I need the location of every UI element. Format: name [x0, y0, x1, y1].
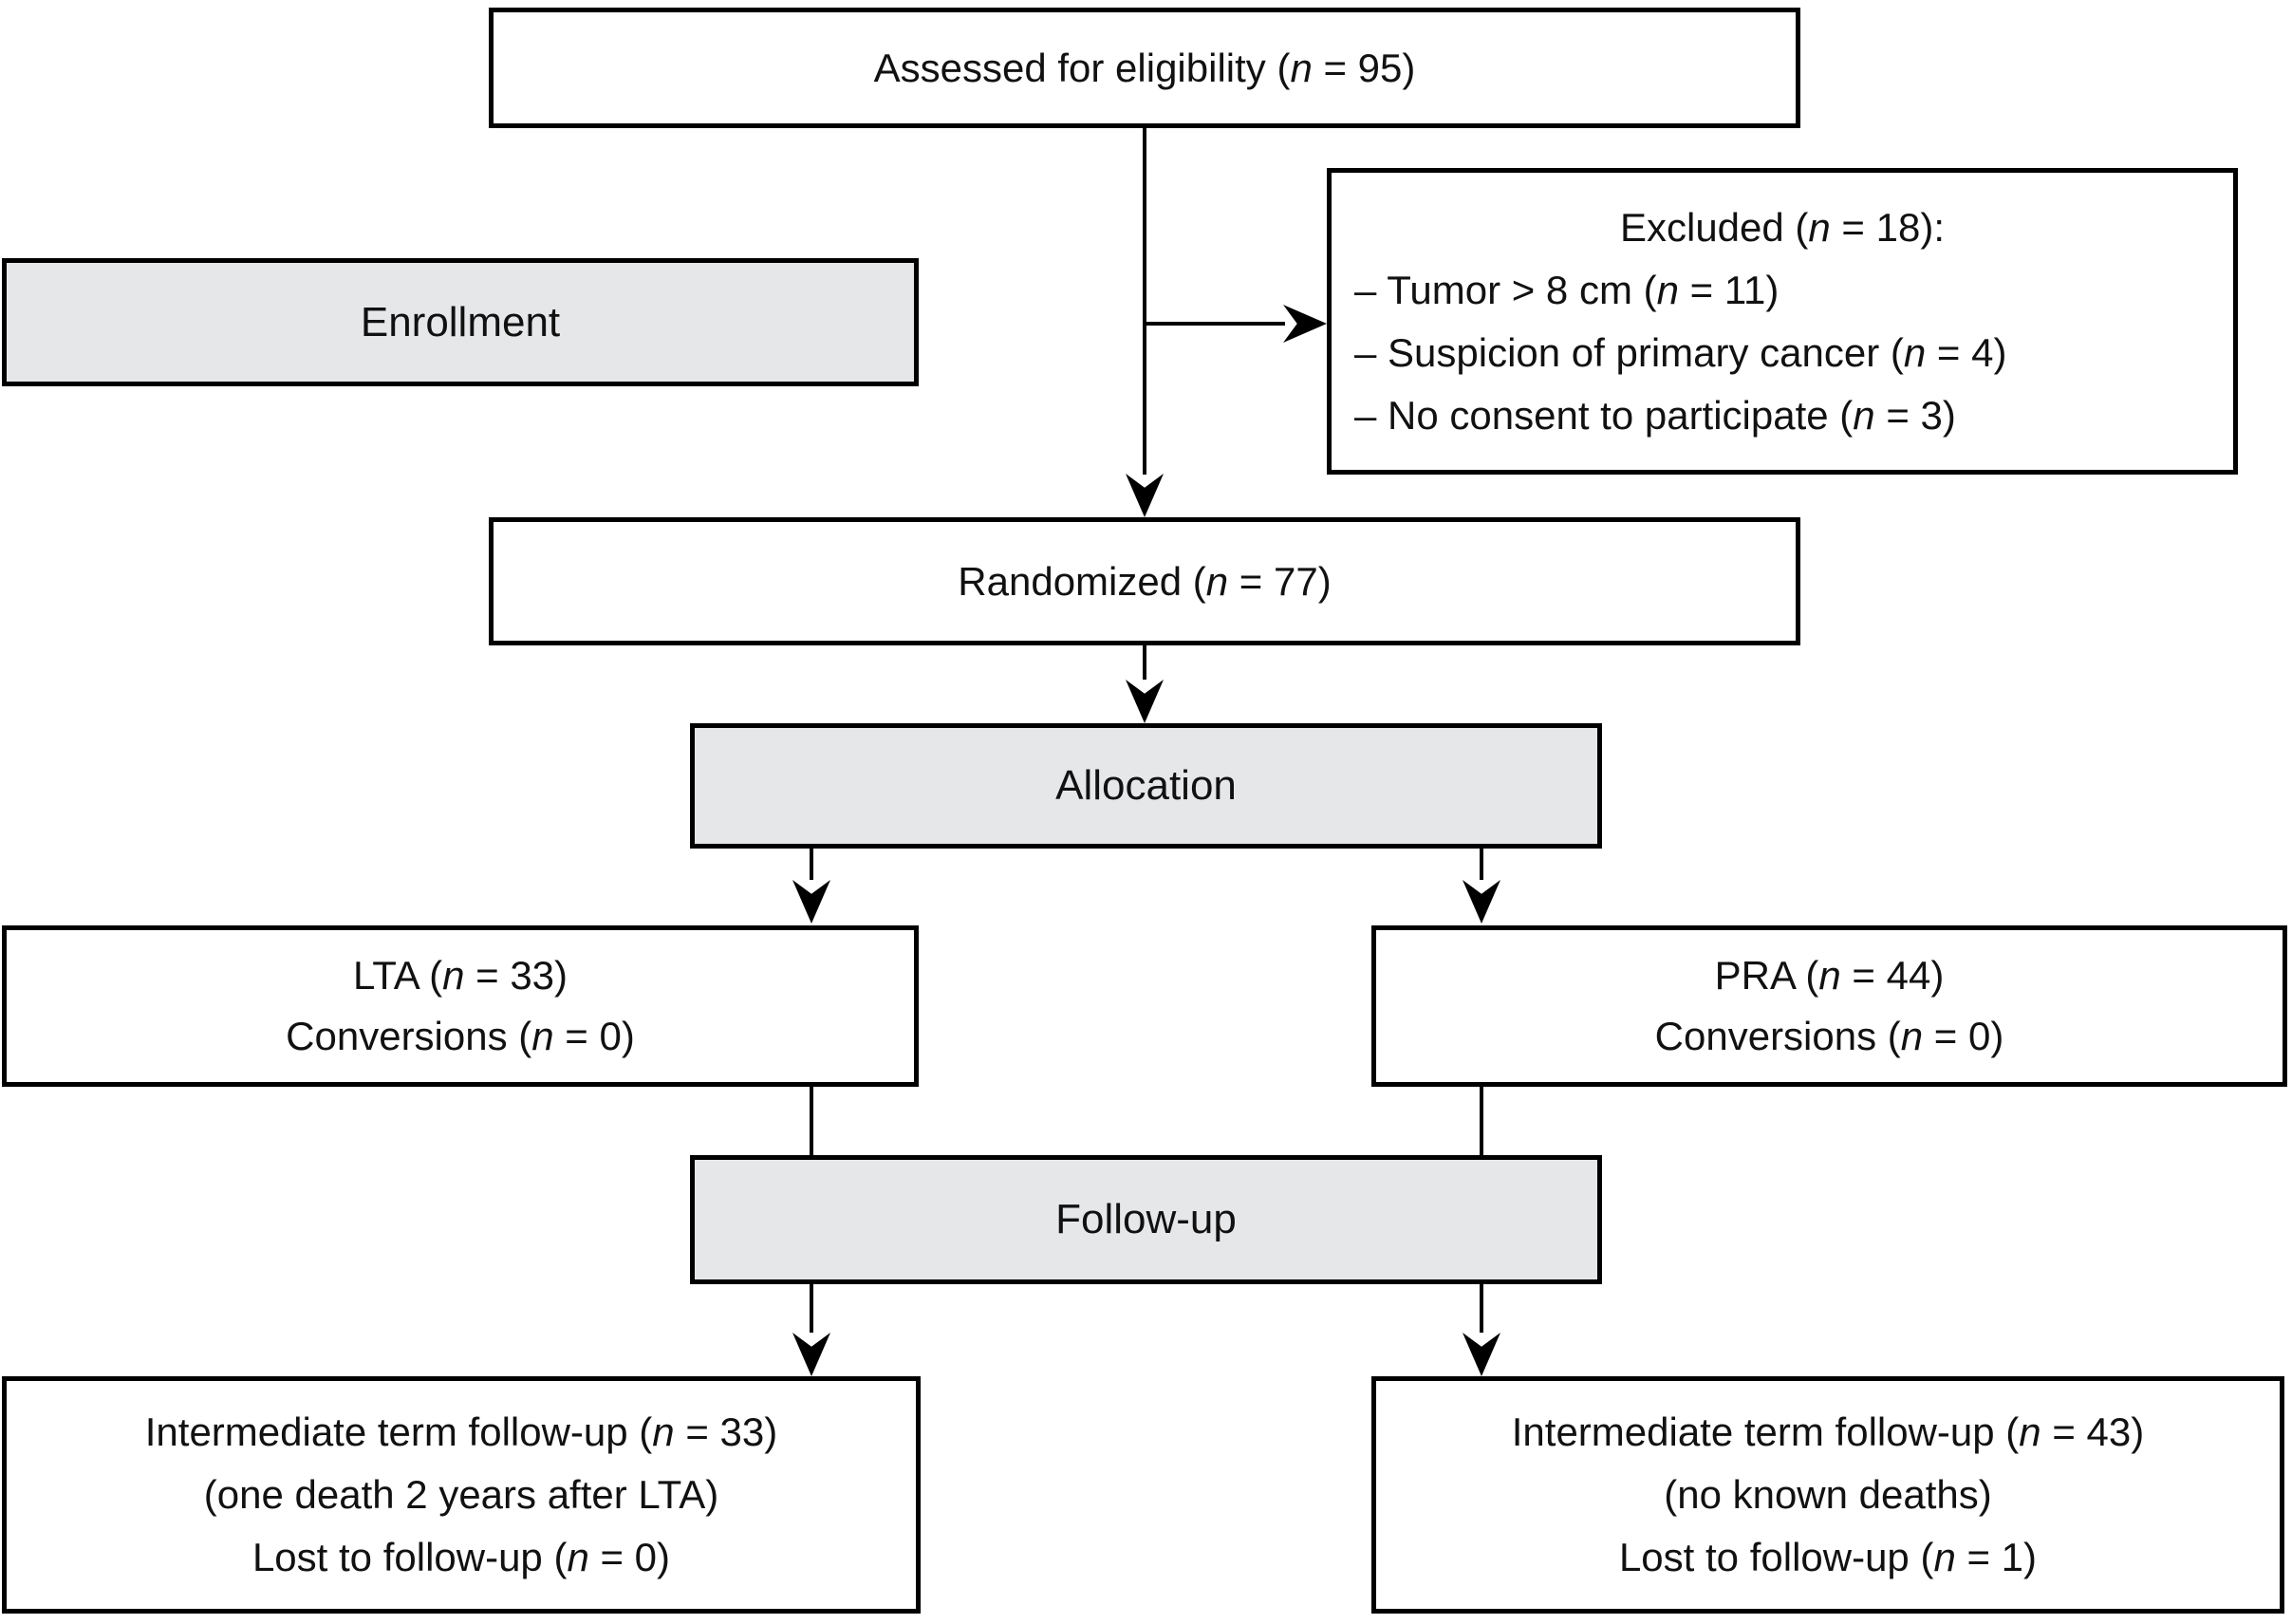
text-segment: (no known deaths) [1664, 1472, 1992, 1517]
connector-followup-to-pra-outcome [1480, 1284, 1483, 1333]
randomized-box: Randomized (n = 77) [489, 517, 1800, 645]
text-segment: = 95) [1312, 45, 1416, 90]
n-variable: n [1900, 1014, 1924, 1058]
text-segment: – Suspicion of primary cancer ( [1354, 329, 1904, 375]
arrow-down-icon [1126, 680, 1164, 723]
n-variable: n [567, 1535, 589, 1579]
text-segment: = 1) [1955, 1535, 2038, 1579]
pra-arm-text: PRA (n = 44) [1715, 945, 1945, 1006]
allocation-stage-label: Allocation [1055, 762, 1237, 809]
enrollment-stage-box: Enrollment [2, 258, 919, 386]
text-segment: Assessed for eligibility ( [873, 45, 1291, 90]
text-segment: = 0) [553, 1014, 635, 1058]
connector-lta-to-followup [810, 1087, 813, 1155]
arrow-right-icon [1283, 305, 1327, 343]
lta-followup-box: Intermediate term follow-up (n = 33) (on… [2, 1376, 921, 1614]
n-variable: n [1808, 204, 1831, 250]
excluded-reason-tumor: – Tumor > 8 cm (n = 11) [1354, 259, 2210, 322]
connector-pra-to-followup [1480, 1087, 1483, 1155]
text-segment: Intermediate term follow-up ( [1511, 1409, 2020, 1454]
assessed-eligibility-box: Assessed for eligibility (n = 95) [489, 8, 1800, 128]
n-variable: n [1853, 392, 1875, 438]
arrow-down-icon [792, 880, 830, 924]
text-segment: = 33) [674, 1409, 778, 1454]
lta-followup-text: Intermediate term follow-up (n = 33) [145, 1401, 777, 1464]
lta-arm-text: LTA (n = 33) [353, 945, 568, 1006]
randomized-text: Randomized (n = 77) [958, 551, 1331, 612]
text-segment: = 0) [1923, 1014, 2004, 1058]
n-variable: n [2019, 1409, 2041, 1454]
text-segment: = 3) [1874, 392, 1956, 438]
connector-assessed-to-randomized [1143, 128, 1146, 475]
text-segment: PRA ( [1714, 953, 1819, 998]
n-variable: n [1290, 45, 1313, 90]
arrow-down-icon [1126, 474, 1164, 517]
excluded-box: Excluded (n = 18): – Tumor > 8 cm (n = 1… [1327, 168, 2238, 475]
pra-lost-text: Lost to follow-up (n = 1) [1619, 1526, 2037, 1589]
connector-randomized-to-allocation [1143, 645, 1146, 680]
text-segment: = 4) [1926, 329, 2007, 375]
text-segment: = 18): [1830, 204, 1946, 250]
n-variable: n [1656, 267, 1679, 312]
text-segment: Lost to follow-up ( [1618, 1535, 1934, 1579]
lta-death-note: (one death 2 years after LTA) [204, 1464, 718, 1526]
lta-arm-box: LTA (n = 33) Conversions (n = 0) [2, 925, 919, 1087]
n-variable: n [1818, 953, 1841, 998]
text-segment: Intermediate term follow-up ( [144, 1409, 653, 1454]
assessed-eligibility-text: Assessed for eligibility (n = 95) [874, 38, 1416, 99]
n-variable: n [652, 1409, 675, 1454]
text-segment: = 43) [2040, 1409, 2145, 1454]
text-segment: = 33) [464, 953, 568, 998]
n-variable: n [1205, 558, 1229, 604]
text-segment: = 11) [1678, 267, 1780, 312]
arrow-down-icon [1463, 880, 1500, 924]
pra-followup-text: Intermediate term follow-up (n = 43) [1512, 1401, 2144, 1464]
arrow-down-icon [792, 1333, 830, 1376]
n-variable: n [1933, 1535, 1956, 1579]
text-segment: Lost to follow-up ( [252, 1535, 568, 1579]
arrow-down-icon [1463, 1333, 1500, 1376]
text-segment: Randomized ( [958, 558, 1206, 604]
enrollment-stage-label: Enrollment [360, 298, 561, 345]
text-segment: Excluded ( [1619, 204, 1809, 250]
pra-arm-box: PRA (n = 44) Conversions (n = 0) [1371, 925, 2287, 1087]
pra-death-note: (no known deaths) [1664, 1464, 1992, 1526]
text-segment: Conversions ( [1654, 1014, 1901, 1058]
text-segment: – Tumor > 8 cm ( [1354, 267, 1657, 312]
text-segment: – No consent to participate ( [1354, 392, 1854, 438]
text-segment: LTA ( [352, 953, 443, 998]
text-segment: Conversions ( [286, 1014, 532, 1058]
n-variable: n [531, 1014, 554, 1058]
followup-stage-label: Follow-up [1055, 1196, 1237, 1242]
followup-stage-box: Follow-up [690, 1155, 1602, 1284]
excluded-reason-no-consent: – No consent to participate (n = 3) [1354, 384, 2210, 447]
n-variable: n [442, 953, 465, 998]
text-segment: = 77) [1228, 558, 1332, 604]
text-segment: (one death 2 years after LTA) [203, 1472, 719, 1517]
excluded-reason-suspicion: – Suspicion of primary cancer (n = 4) [1354, 322, 2210, 384]
text-segment: = 44) [1840, 953, 1945, 998]
connector-followup-to-lta-outcome [810, 1284, 813, 1333]
n-variable: n [1903, 329, 1927, 375]
connector-allocation-to-pra [1480, 849, 1483, 880]
excluded-title: Excluded (n = 18): [1354, 196, 2210, 259]
text-segment: = 0) [588, 1535, 671, 1579]
pra-followup-box: Intermediate term follow-up (n = 43) (no… [1371, 1376, 2284, 1614]
pra-conversions-text: Conversions (n = 0) [1655, 1006, 2004, 1067]
connector-allocation-to-lta [810, 849, 813, 880]
connector-branch-to-excluded [1145, 322, 1285, 326]
lta-lost-text: Lost to follow-up (n = 0) [252, 1526, 670, 1589]
lta-conversions-text: Conversions (n = 0) [286, 1006, 635, 1067]
allocation-stage-box: Allocation [690, 723, 1602, 849]
